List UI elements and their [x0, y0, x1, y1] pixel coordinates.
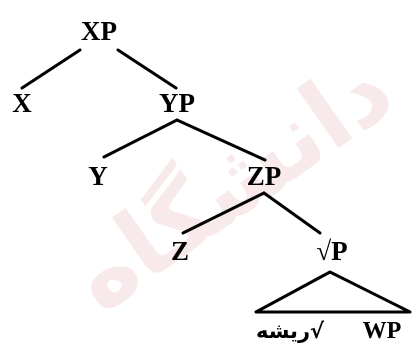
tree-edges [20, 48, 412, 314]
node-x: X [12, 88, 32, 118]
edge-yp-zp [175, 118, 267, 162]
edge-xp-x [20, 48, 82, 90]
edge-xp-yp [116, 48, 178, 90]
node-yp: YP [159, 88, 195, 118]
node-rootp: √P [316, 236, 347, 266]
tree-nodes: XP X YP Y ZP Z √P √ریشه WP [12, 16, 401, 344]
node-z: Z [171, 236, 189, 266]
leaf-wp: WP [363, 318, 402, 344]
node-y: Y [88, 161, 108, 191]
node-xp: XP [81, 16, 117, 46]
triangle-rootp [254, 270, 412, 314]
leaf-root: √ریشه [256, 319, 325, 343]
edge-zp-rootp [262, 191, 322, 235]
node-zp: ZP [247, 161, 282, 191]
edge-zp-z [181, 191, 266, 235]
edge-yp-y [102, 118, 179, 159]
